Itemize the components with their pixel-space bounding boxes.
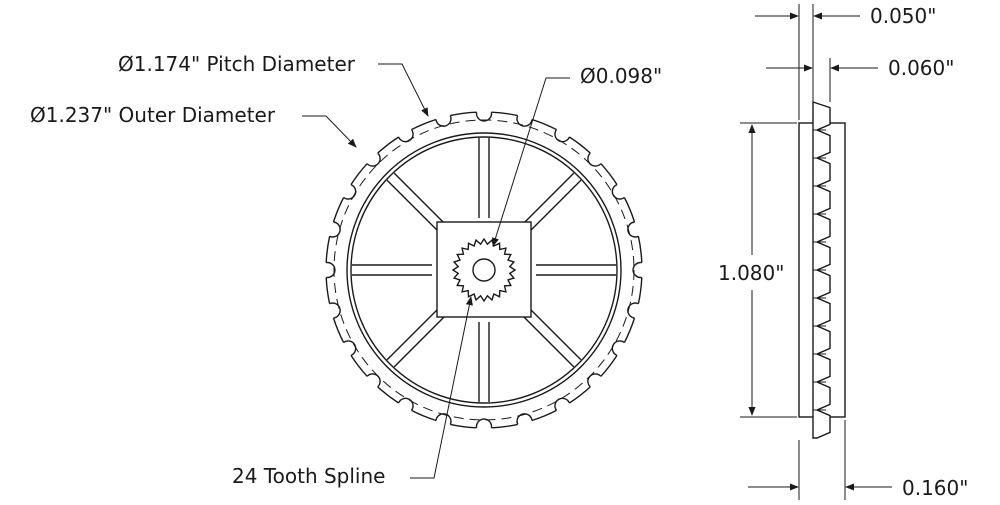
tooth-top	[569, 136, 591, 154]
tooth-gullet	[397, 129, 414, 143]
tooth-gullet	[343, 183, 357, 200]
pitch-diameter-label: Ø1.174" Pitch Diameter	[118, 52, 356, 76]
rim-inner-circle	[350, 136, 618, 404]
tooth-top	[377, 136, 399, 154]
tooth-gullet	[627, 302, 639, 319]
dim-height-1080: 1.080"	[718, 122, 797, 418]
dim-bottom-0160: 0.160"	[748, 420, 968, 500]
tooth-gullet	[326, 261, 336, 279]
tooth-top	[350, 163, 368, 185]
outer-diameter-label: Ø1.237" Outer Diameter	[30, 103, 276, 127]
side-tooth-lines	[813, 129, 826, 411]
pitch-diameter-callout: Ø1.174" Pitch Diameter	[118, 52, 429, 117]
bore-circle	[472, 258, 496, 282]
tooth-gullet	[475, 112, 493, 122]
tooth-top	[637, 277, 643, 304]
tooth-gullet	[554, 397, 571, 411]
front-view	[325, 111, 643, 429]
spoke-edge	[393, 309, 452, 368]
outer-diameter-callout: Ø1.237" Outer Diameter	[30, 103, 357, 148]
rim-outer-circle	[346, 132, 622, 408]
tooth-top	[450, 423, 477, 429]
dim-top-0050: 0.050"	[755, 4, 936, 120]
tooth-top	[411, 409, 437, 422]
spline-callout: 24 Tooth Spline	[232, 296, 473, 488]
tooth-gullet	[366, 152, 381, 167]
spoke-edge	[393, 172, 452, 231]
tooth-top	[623, 317, 636, 343]
tooth-top	[531, 118, 557, 131]
tooth-top	[600, 355, 618, 377]
spoke-edge	[516, 309, 575, 368]
spline-label: 24 Tooth Spline	[232, 464, 385, 488]
hub-square	[436, 221, 532, 318]
tooth-gullet	[435, 115, 452, 127]
tooth-gullet	[397, 397, 414, 411]
dim-height-label: 1.080"	[718, 261, 784, 285]
spokes	[352, 138, 616, 402]
tooth-top	[332, 317, 345, 343]
dim-top-0060: 0.060"	[766, 56, 954, 102]
tooth-top	[325, 236, 331, 263]
tooth-top	[569, 386, 591, 404]
tooth-gullet	[329, 221, 341, 238]
bore-diameter-label: Ø0.098"	[580, 64, 662, 88]
tooth-gullet	[627, 221, 639, 238]
spoke-edge	[516, 172, 575, 231]
tooth-gullet	[475, 418, 493, 428]
tooth-top	[450, 111, 477, 117]
tooth-gullet	[611, 340, 625, 357]
tooth-top	[623, 197, 636, 223]
pitch-circle	[333, 119, 635, 421]
dim-top-0060-label: 0.060"	[888, 56, 954, 80]
tooth-top	[531, 409, 557, 422]
spline-teeth	[451, 237, 517, 303]
tooth-gullet	[554, 129, 571, 143]
dim-top-0050-label: 0.050"	[870, 4, 936, 28]
tooth-gullet	[329, 302, 341, 319]
spoke-edge	[386, 302, 445, 361]
tooth-top	[332, 197, 345, 223]
bore-callout: Ø0.098"	[492, 64, 662, 247]
dim-bottom-label: 0.160"	[902, 476, 968, 500]
tooth-top	[491, 423, 518, 429]
tooth-top	[325, 277, 331, 304]
tooth-gullet	[632, 261, 642, 279]
tooth-gullet	[343, 340, 357, 357]
tooth-top	[377, 386, 399, 404]
tooth-top	[411, 118, 437, 131]
pulley-teeth	[325, 111, 643, 429]
tooth-top	[491, 111, 518, 117]
tooth-gullet	[611, 183, 625, 200]
tooth-gullet	[435, 413, 452, 425]
tooth-top	[637, 236, 643, 263]
tooth-top	[600, 163, 618, 185]
spoke-edge	[523, 179, 582, 238]
spoke-edge	[523, 302, 582, 361]
spoke-edge	[386, 179, 445, 238]
side-view	[798, 101, 846, 439]
tooth-gullet	[516, 115, 533, 127]
tooth-top	[350, 355, 368, 377]
tooth-gullet	[516, 413, 533, 425]
